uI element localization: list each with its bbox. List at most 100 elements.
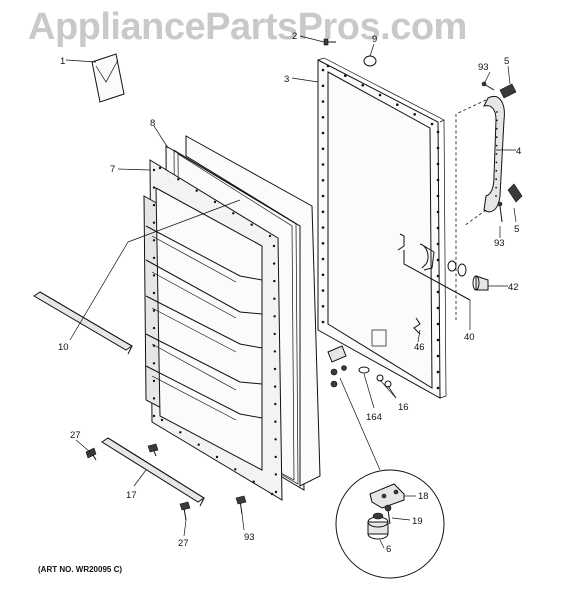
leader-lines — [65, 35, 517, 549]
screw-hole — [215, 455, 219, 459]
screw-hole — [321, 100, 325, 103]
callout-40: 40 — [464, 332, 475, 343]
callout-7: 7 — [110, 164, 115, 175]
screw-hole — [152, 203, 156, 207]
part-27-screw[interactable] — [85, 447, 97, 461]
callout-2: 2 — [292, 31, 297, 42]
screw-hole — [272, 244, 276, 248]
part-2-screw[interactable] — [323, 38, 336, 46]
screw-hole — [321, 163, 325, 166]
screw-hole — [436, 306, 440, 310]
screw-hole — [326, 64, 330, 68]
screw-hole — [274, 438, 277, 441]
part-5-end-cap[interactable] — [499, 83, 517, 99]
screw-hole — [413, 113, 417, 116]
screw-hole — [152, 274, 156, 277]
screw-hole — [270, 492, 274, 496]
screw-hole — [250, 223, 253, 226]
screw-hole — [273, 297, 276, 300]
screw-hole — [321, 320, 325, 324]
callout-16: 16 — [398, 402, 409, 413]
screw-hole — [268, 234, 272, 238]
screw-hole — [321, 257, 325, 261]
screw-hole — [197, 443, 200, 446]
part-93-handle-screw-2[interactable] — [497, 201, 503, 223]
callout-5-bottom: 5 — [514, 224, 519, 235]
screw-hole — [152, 362, 156, 365]
screw-hole — [274, 455, 277, 459]
part-9-plug[interactable] — [363, 55, 377, 67]
texture-dot — [495, 153, 498, 155]
screw-hole — [152, 344, 156, 347]
screw-hole — [436, 162, 440, 166]
part-42-lock-cylinder[interactable] — [472, 275, 489, 291]
part-164-washer[interactable] — [358, 366, 370, 374]
screw-hole — [195, 189, 198, 192]
part-18-hinge-bracket[interactable] — [369, 483, 405, 509]
screw-hole — [321, 179, 325, 182]
screw-hole — [321, 131, 325, 135]
screw-hole — [436, 178, 440, 182]
callout-42: 42 — [508, 282, 519, 293]
door-breaker-panel — [185, 135, 321, 487]
part-27-screw-3[interactable] — [147, 443, 159, 457]
screw-hole — [152, 239, 156, 242]
callout-5-top: 5 — [504, 56, 509, 67]
texture-dot — [495, 161, 498, 164]
screw-hole — [321, 289, 325, 292]
screw-hole — [321, 194, 325, 198]
screw-hole — [436, 130, 440, 134]
part-4-handle[interactable] — [483, 96, 505, 213]
screw-hole — [234, 468, 237, 471]
screw-hole — [152, 221, 156, 224]
callout-1: 1 — [60, 56, 65, 67]
callout-27: 27 — [70, 430, 81, 441]
screw-hole — [158, 166, 162, 170]
screw-hole — [274, 420, 277, 423]
part-19-screw[interactable] — [384, 504, 392, 525]
screw-hole — [273, 279, 276, 283]
screw-hole — [152, 168, 156, 172]
screw-hole — [321, 273, 325, 277]
callout-19: 19 — [412, 516, 423, 527]
callout-3: 3 — [284, 74, 289, 85]
screw-hole — [436, 338, 440, 342]
screw-hole — [436, 226, 440, 230]
texture-dot — [495, 178, 498, 181]
part-1-literature[interactable] — [91, 53, 125, 103]
part-93-screw-bottom[interactable] — [235, 495, 247, 515]
screw-hole — [152, 256, 156, 260]
screw-hole — [321, 68, 325, 72]
screw-hole — [179, 431, 182, 434]
callout-9: 9 — [372, 34, 377, 45]
screw-hole — [321, 210, 325, 214]
screw-hole — [321, 116, 325, 119]
part-46-clip[interactable] — [413, 317, 421, 335]
part-5-end-cap-2[interactable] — [507, 183, 523, 203]
part-40-lock-assembly[interactable] — [397, 233, 471, 330]
screw-hole — [436, 386, 440, 390]
part-17-trim-bar[interactable] — [101, 437, 205, 507]
part-16-plug[interactable] — [376, 374, 392, 388]
screw-hole — [436, 354, 440, 358]
callout-93-top: 93 — [478, 62, 489, 73]
part-10-trim-bar[interactable] — [33, 291, 133, 355]
screw-hole — [436, 194, 440, 198]
part-hinge-bracket[interactable] — [327, 345, 347, 388]
part-6-hinge-pin[interactable] — [367, 512, 389, 540]
texture-dot — [495, 144, 498, 147]
texture-dot — [495, 186, 497, 189]
screw-hole — [177, 178, 180, 181]
part-7-door-liner[interactable] — [143, 159, 283, 501]
part-3-door-panel[interactable] — [317, 57, 447, 399]
door-screw-holes — [321, 64, 440, 390]
callout-4: 4 — [516, 146, 521, 157]
part-93-handle-screw[interactable] — [481, 81, 495, 91]
screw-hole — [274, 490, 278, 494]
screw-hole — [152, 326, 156, 330]
screw-hole — [378, 93, 382, 97]
screw-hole — [436, 258, 440, 262]
part-27-screw-2[interactable] — [179, 501, 191, 521]
callout-46: 46 — [414, 342, 425, 353]
screw-hole — [274, 402, 277, 406]
